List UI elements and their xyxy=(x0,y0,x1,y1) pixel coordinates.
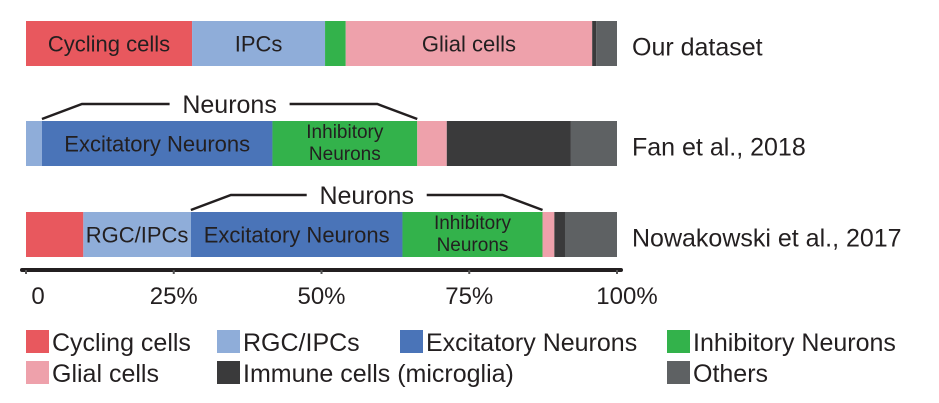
bar-segment-inhibitory-neurons xyxy=(325,21,346,66)
bracket-line-right xyxy=(426,193,543,212)
legend-item-immune-cells-microglia: Immune cells (microglia) xyxy=(217,360,514,388)
segment-label: Excitatory Neurons xyxy=(64,132,250,157)
bar-segment-glial-cells xyxy=(417,121,447,166)
segment-label: Neurons xyxy=(309,144,381,165)
legend-label: Others xyxy=(693,360,768,388)
x-tick-label: 50% xyxy=(297,283,345,310)
series-label: Fan et al., 2018 xyxy=(632,134,806,162)
segment-label: IPCs xyxy=(235,32,283,57)
segment-label: Cycling cells xyxy=(48,32,170,57)
legend-swatch xyxy=(217,330,240,353)
legend-swatch xyxy=(217,361,240,384)
bar-segment-others xyxy=(564,212,617,257)
bar-segment-glial-cells xyxy=(345,21,593,66)
legend-item-inhibitory-neurons: Inhibitory Neurons xyxy=(667,329,896,357)
bracket-line-left xyxy=(41,102,170,121)
x-axis: 0 25% 50% 75% 100% xyxy=(20,268,658,310)
legend-item-others: Others xyxy=(667,360,768,388)
bar-segment-immune-cells-microglia xyxy=(554,212,565,257)
series-label: Our dataset xyxy=(632,34,763,62)
legend-label: Excitatory Neurons xyxy=(426,329,637,357)
legend-swatch xyxy=(667,361,690,384)
bar-segment-rgc-ipcs xyxy=(192,21,326,66)
legend-label: Inhibitory Neurons xyxy=(693,329,896,357)
bar-segment-rgc-ipcs xyxy=(26,121,42,166)
bar-segment-cycling-cells xyxy=(26,21,193,66)
legend-item-rgc-ipcs: RGC/IPCs xyxy=(217,329,360,357)
segment-label: Inhibitory xyxy=(306,122,384,143)
legend-label: Glial cells xyxy=(52,360,159,388)
bar-segment-cycling-cells xyxy=(26,212,84,257)
x-tick-label: 75% xyxy=(445,283,493,310)
legend-swatch xyxy=(26,361,49,384)
bar-segment-excitatory-neurons xyxy=(41,121,273,166)
bar-our-dataset: Cycling cells IPCs Glial cells xyxy=(26,21,617,66)
segment-label: Excitatory Neurons xyxy=(204,223,390,248)
bracket-line-right xyxy=(289,102,418,121)
bar-segment-rgc-ipcs xyxy=(83,212,191,257)
bar-segment-immune-cells-microglia xyxy=(446,121,571,166)
bar-segment-glial-cells xyxy=(542,212,555,257)
segment-label: RGC/IPCs xyxy=(86,223,189,248)
segment-label: Glial cells xyxy=(422,32,516,57)
neurons-bracket: Neurons xyxy=(41,91,418,121)
legend-swatch xyxy=(667,330,690,353)
bar-segment-others xyxy=(596,21,617,66)
bar-segment-inhibitory-neurons xyxy=(272,121,418,166)
legend-item-glial-cells: Glial cells xyxy=(26,360,159,388)
bar-segment-immune-cells-microglia xyxy=(592,21,597,66)
segment-label: Inhibitory xyxy=(434,213,512,234)
bar-segment-inhibitory-neurons xyxy=(402,212,543,257)
legend-item-cycling-cells: Cycling cells xyxy=(26,329,191,357)
legend-label: Immune cells (microglia) xyxy=(243,360,514,388)
legend-swatch xyxy=(26,330,49,353)
bar-nowakowski-et-al-2017: RGC/IPCs Excitatory Neurons InhibitoryNeur… xyxy=(26,212,617,257)
x-tick-label: 0 xyxy=(31,283,44,310)
series-label: Nowakowski et al., 2017 xyxy=(632,225,902,253)
x-tick-label: 25% xyxy=(150,283,198,310)
bar-segment-others xyxy=(570,121,617,166)
legend-label: Cycling cells xyxy=(52,329,191,357)
bracket-label: Neurons xyxy=(319,182,414,210)
neurons-bracket: Neurons xyxy=(190,182,543,212)
segment-label: Neurons xyxy=(437,235,509,256)
x-tick-label: 100% xyxy=(596,283,657,310)
bracket-label: Neurons xyxy=(182,91,277,119)
legend-swatch xyxy=(400,330,423,353)
legend-item-excitatory-neurons: Excitatory Neurons xyxy=(400,329,637,357)
bracket-line-left xyxy=(190,193,307,212)
bar-segment-excitatory-neurons xyxy=(190,212,403,257)
legend-label: RGC/IPCs xyxy=(243,329,360,357)
